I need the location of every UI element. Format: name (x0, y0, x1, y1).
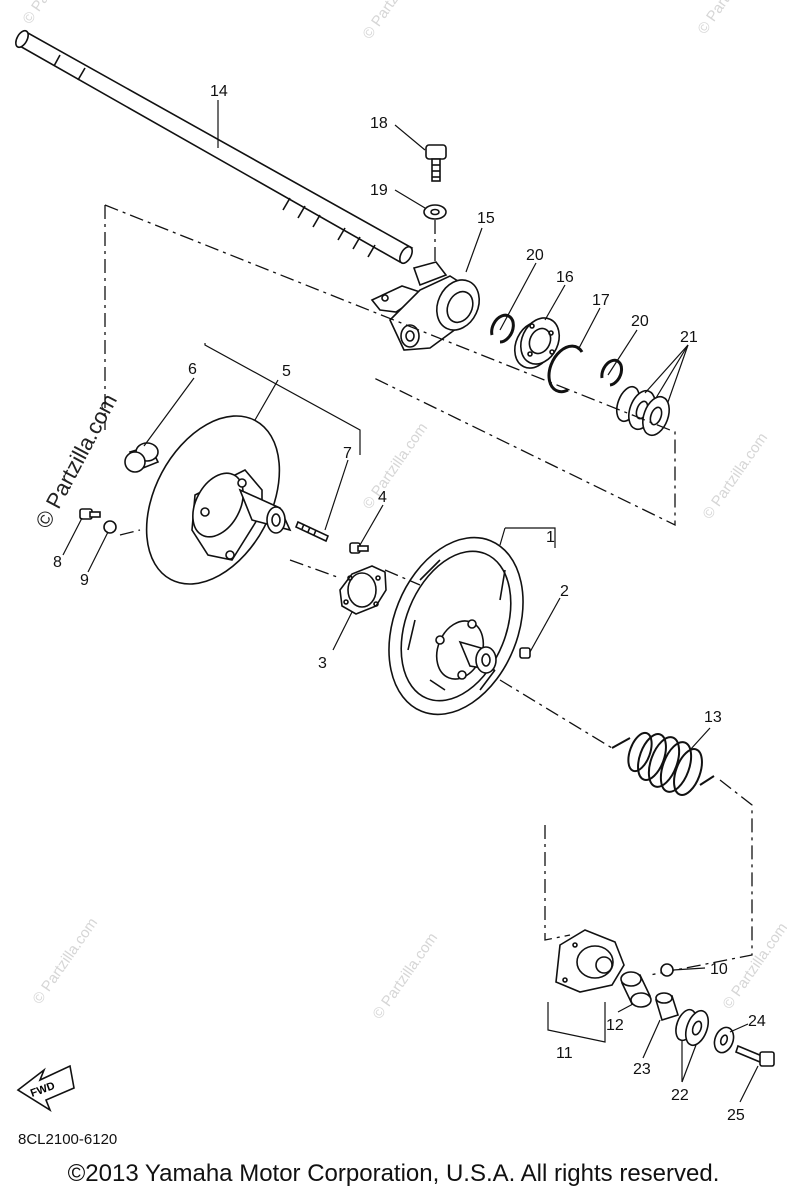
circlip-20 (490, 313, 515, 344)
callout-10: 10 (710, 961, 728, 978)
watermark: © Partzilla.com (699, 430, 771, 523)
callout-1: 1 (546, 529, 555, 546)
callout-7: 7 (343, 445, 352, 462)
callout-17: 17 (592, 292, 610, 309)
bushing-23 (654, 992, 680, 1022)
bolt-25 (735, 1044, 775, 1067)
callout-9: 9 (80, 572, 89, 589)
screw-2 (519, 647, 531, 659)
callout-25: 25 (727, 1107, 745, 1124)
snap-ring-17 (547, 344, 584, 394)
bearing-16 (513, 317, 561, 369)
screw-4 (349, 542, 369, 554)
fwd-arrow-icon: FWD (16, 1064, 75, 1112)
watermark-group: © Partzilla.com © Partzilla.com © Partzi… (19, 0, 787, 1022)
callout-13: 13 (704, 709, 722, 726)
bearing-housing-15 (370, 261, 480, 351)
watermark: © Partzilla.com (29, 915, 101, 1008)
callout-22: 22 (671, 1087, 689, 1104)
callout-15: 15 (477, 210, 495, 227)
shaft (15, 29, 414, 265)
copyright-notice: ©2013 Yamaha Motor Corporation, U.S.A. A… (67, 1160, 720, 1187)
watermark: © Partzilla.com (694, 0, 766, 37)
watermark: © Partzilla.com (369, 930, 441, 1023)
gasket-3 (339, 565, 387, 615)
callout-24: 24 (748, 1013, 766, 1030)
callouts: 14 18 19 15 20 16 17 20 21 6 5 7 4 8 9 1… (53, 83, 766, 1124)
spring-13 (611, 731, 715, 796)
washers-22 (675, 1008, 710, 1047)
sliding-sheave-1 (388, 536, 524, 716)
callout-20a: 20 (526, 247, 544, 264)
callout-12: 12 (606, 1017, 624, 1034)
pin-7 (294, 520, 330, 543)
watermark: © Partzilla.com (19, 0, 91, 27)
screw-8 (79, 508, 101, 520)
callout-19: 19 (370, 182, 388, 199)
circlip-20b (600, 358, 623, 387)
callout-3: 3 (318, 655, 327, 672)
bolt-18 (425, 144, 447, 182)
callout-5: 5 (282, 363, 291, 380)
leader-lines (62, 100, 759, 1103)
callout-23: 23 (633, 1061, 651, 1078)
watermark: © Partzilla.com (719, 920, 787, 1013)
watermark: © Partzilla.com (359, 0, 431, 42)
callout-16: 16 (556, 269, 574, 286)
callout-18: 18 (370, 115, 388, 132)
callout-11: 11 (556, 1045, 573, 1062)
washer-24 (713, 1026, 735, 1054)
washer-9 (103, 520, 117, 534)
callout-4: 4 (378, 489, 387, 506)
fixed-sheave-5 (145, 415, 292, 585)
diagram-code: 8CL2100-6120 (18, 1131, 118, 1148)
watermark-main: © Partzilla.com (30, 390, 122, 533)
callout-21: 21 (680, 329, 698, 346)
cap-11 (555, 929, 625, 993)
washer-19 (423, 204, 447, 220)
bushing-6 (124, 442, 160, 473)
callout-8: 8 (53, 554, 62, 571)
collar-12 (620, 971, 652, 1008)
nut-10 (660, 963, 674, 977)
watermark: © Partzilla.com (359, 420, 431, 513)
callout-6: 6 (188, 361, 197, 378)
callout-20b: 20 (631, 313, 649, 330)
callout-14: 14 (210, 83, 228, 100)
washers-21 (615, 385, 670, 437)
callout-2: 2 (560, 583, 569, 600)
